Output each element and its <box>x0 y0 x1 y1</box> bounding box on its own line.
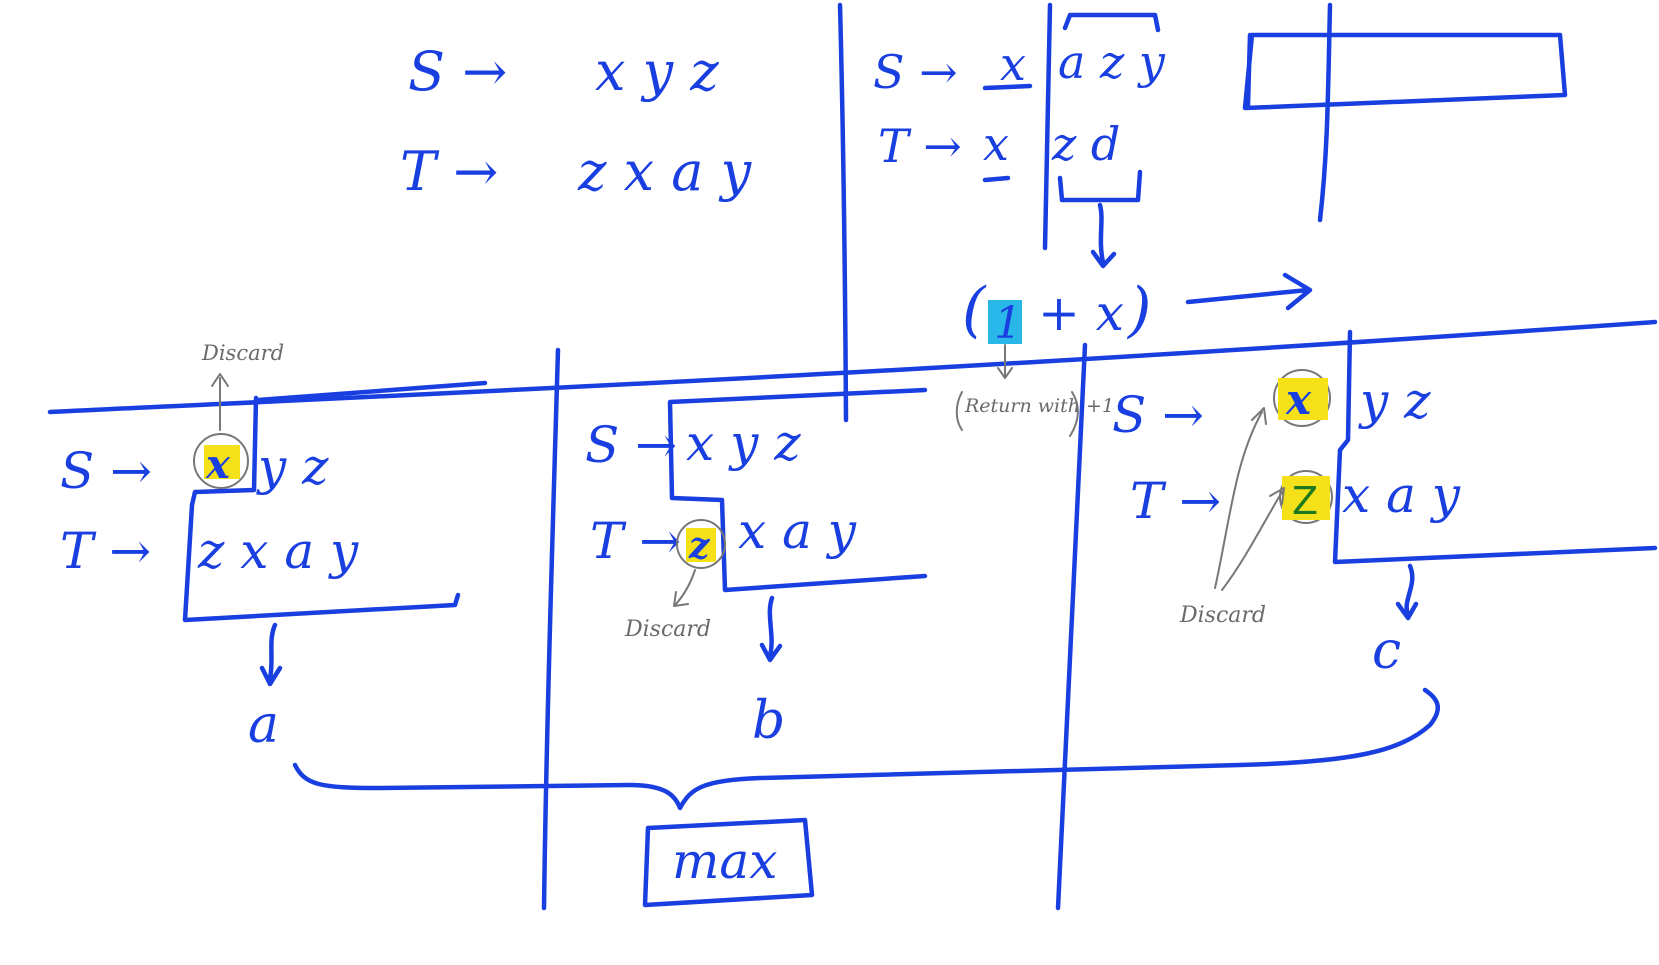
case-c-discard-note: Discard <box>1179 603 1266 628</box>
s-first-underline <box>982 83 1033 91</box>
case-b-t-label: T → <box>590 512 681 570</box>
result-right-arrow <box>1185 272 1313 311</box>
case-b-z-circle <box>676 519 726 569</box>
top-left-example: S → x y z T → z x a y <box>400 40 753 203</box>
top-middle-example: S → x a z y T → x z d ( 1 + x ) Return w… <box>873 12 1568 437</box>
case-c-arrow-down <box>1395 563 1419 621</box>
vertical-divider-left <box>541 347 561 911</box>
top-left-t-label: T → <box>400 140 498 203</box>
case-a-top-line <box>255 380 488 403</box>
case-c-window <box>1332 329 1658 565</box>
s-rest-bracket <box>1062 12 1161 33</box>
case-a-t-label: T → <box>60 522 151 580</box>
t-rest-bracket <box>1057 169 1143 203</box>
case-c-s-label: S → <box>1112 386 1204 444</box>
vertical-divider-right <box>1055 342 1088 911</box>
case-a-s-rest: y z <box>256 438 329 496</box>
case-a-window <box>182 395 461 623</box>
t-first-underline <box>982 175 1011 183</box>
top-middle-t-first: x <box>983 117 1009 171</box>
max-label: max <box>672 832 777 890</box>
top-left-s-label: S → <box>408 40 507 103</box>
case-b-arrow-down <box>759 595 783 663</box>
case-b-t-first: z <box>688 525 711 567</box>
return-note: Return with +1 <box>964 395 1114 417</box>
top-left-s-value: x y z <box>595 40 719 103</box>
case-a-x-circle <box>193 433 249 489</box>
case-c-z-highlight <box>1282 476 1330 520</box>
top-middle-t-rest: z d <box>1051 117 1120 171</box>
case-b-discard-arrow <box>673 569 696 607</box>
case-c-label: c <box>1372 621 1401 681</box>
case-a-s-first: x <box>205 441 231 488</box>
horizontal-divider <box>47 319 1658 415</box>
max-box <box>642 817 815 908</box>
case-c-x-circle <box>1273 369 1331 427</box>
return-note-bracket <box>955 391 1079 437</box>
result-close-paren: ) <box>1126 275 1151 345</box>
top-middle-s-rest: a z y <box>1058 35 1166 89</box>
top-middle-t-label: T → <box>878 119 962 173</box>
case-a-t-rest: z x a y <box>197 522 359 580</box>
case-a-discard-note: Discard <box>201 341 284 365</box>
case-a-arrow-down <box>259 622 283 687</box>
result-arrow-down <box>1090 202 1117 269</box>
case-b-label: b <box>752 691 785 751</box>
case-a: Discard S → x y z T → z x a y a <box>60 341 488 755</box>
case-b-t-rest: x a y <box>738 502 857 560</box>
case-c-t-rest: x a y <box>1342 466 1461 524</box>
one-highlight <box>988 300 1022 344</box>
case-c: S → x y z T → Z x a y Discard c <box>1112 329 1658 681</box>
top-left-t-value: z x a y <box>577 140 753 203</box>
top-right-rectangle <box>1242 32 1568 111</box>
case-b-s-label: S → <box>585 416 677 474</box>
case-c-s-first: x <box>1285 375 1312 424</box>
case-a-discard-arrow <box>211 373 229 431</box>
case-a-label: a <box>248 695 279 755</box>
case-a-x-highlight <box>204 445 240 479</box>
max-brace <box>292 687 1440 811</box>
top-middle-s-label: S → <box>873 45 958 99</box>
top-middle-s-first: x <box>1000 37 1026 91</box>
max-group: max <box>292 687 1440 908</box>
case-a-s-label: S → <box>60 442 152 500</box>
case-b-s-rest: x y z <box>686 414 801 472</box>
return-note-arrow <box>997 344 1013 379</box>
result-open-paren: ( <box>962 275 987 345</box>
case-c-t-first: Z <box>1292 479 1318 523</box>
vertical-divider-top <box>837 2 849 423</box>
case-b: S → x y z T → z x a y Discard b <box>585 387 928 751</box>
case-c-s-rest: y z <box>1358 372 1431 430</box>
divider-lines <box>47 2 1658 911</box>
case-c-discard-arrows <box>1214 407 1285 591</box>
case-b-z-highlight <box>686 528 716 562</box>
case-c-t-label: T → <box>1130 472 1221 530</box>
case-b-window <box>667 387 928 593</box>
result-plus-x: + x <box>1038 284 1124 342</box>
top-middle-inner-divider <box>1042 2 1053 251</box>
result-one: 1 <box>994 298 1022 349</box>
case-b-discard-note: Discard <box>624 617 711 642</box>
case-c-x-highlight <box>1278 378 1328 420</box>
